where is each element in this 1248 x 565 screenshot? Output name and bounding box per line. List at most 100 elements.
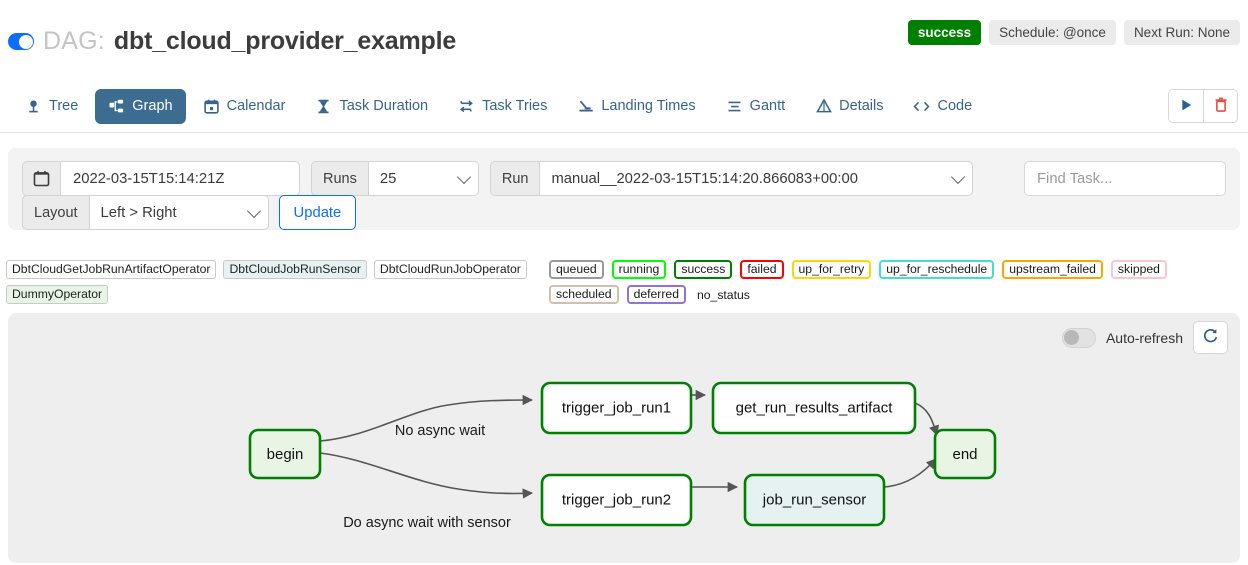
graph-toolbar: Auto-refresh <box>1061 321 1228 354</box>
dag-action-buttons <box>1168 89 1238 123</box>
state-legend-upstream-failed[interactable]: upstream_failed <box>1002 260 1103 279</box>
graph-node-label: trigger_job_run1 <box>562 399 671 416</box>
tab-gantt-label: Gantt <box>749 98 786 114</box>
dag-graph-panel: Auto-refresh <box>8 313 1240 563</box>
page-header: DAG: dbt_cloud_provider_example success … <box>0 0 1248 70</box>
tab-details[interactable]: Details <box>802 89 896 124</box>
edge-begin-to-trigger1[interactable] <box>319 394 534 442</box>
trigger-dag-button[interactable] <box>1169 90 1203 122</box>
state-legend-scheduled[interactable]: scheduled <box>549 285 619 304</box>
layout-select-value: Left > Right <box>100 204 177 221</box>
tab-task-tries-label: Task Tries <box>482 98 548 114</box>
graph-node-trigger-job-run1[interactable]: trigger_job_run1 <box>540 381 693 435</box>
state-legend-no-status: no_status <box>696 287 750 302</box>
auto-refresh-label: Auto-refresh <box>1105 329 1183 346</box>
base-date-input[interactable]: 2022-03-15T15:14:21Z <box>61 161 300 196</box>
state-legend-success[interactable]: success <box>674 260 733 279</box>
edge-begin-to-trigger2[interactable] <box>319 452 534 499</box>
calendar-icon <box>22 161 61 196</box>
code-icon <box>913 98 931 115</box>
triangle-icon <box>815 98 832 115</box>
run-label: Run <box>489 161 541 196</box>
dag-view-tabbar: Tree Graph <box>0 80 1248 133</box>
auto-refresh-toggle[interactable] <box>1061 327 1096 348</box>
runs-group[interactable]: Runs 25 <box>311 161 479 196</box>
state-legend-running[interactable]: running <box>611 260 667 279</box>
chevron-down-icon <box>246 203 261 218</box>
status-badge: success <box>907 20 982 45</box>
update-button[interactable]: Update <box>278 195 357 230</box>
operator-legend-item[interactable]: DbtCloudGetJobRunArtifactOperator <box>6 260 217 279</box>
schedule-badge: Schedule: @once <box>989 20 1116 45</box>
retry-icon <box>458 98 475 115</box>
base-date-group[interactable]: 2022-03-15T15:14:21Z <box>22 161 300 196</box>
edge-label-no-async-wait: No async wait <box>395 423 485 439</box>
runs-select[interactable]: 25 <box>368 161 479 196</box>
run-select[interactable]: manual__2022-03-15T15:14:20.866083+00:00 <box>540 161 974 196</box>
gantt-icon <box>726 98 743 115</box>
refresh-button[interactable] <box>1193 321 1228 354</box>
graph-node-label: trigger_job_run2 <box>562 491 671 508</box>
state-legend: queued running success failed up_for_ret… <box>549 260 1243 304</box>
find-task-input[interactable]: Find Task... <box>1024 161 1226 196</box>
chevron-down-icon <box>456 169 471 184</box>
graph-icon <box>108 98 125 115</box>
graph-node-label: end <box>952 446 977 463</box>
layout-group[interactable]: Layout Left > Right <box>22 195 269 230</box>
tab-landing-times[interactable]: Landing Times <box>564 89 708 124</box>
state-legend-skipped[interactable]: skipped <box>1110 260 1167 279</box>
landing-icon <box>577 98 594 115</box>
tab-code[interactable]: Code <box>900 89 985 124</box>
graph-node-label: job_run_sensor <box>762 491 866 508</box>
dag-graph-canvas[interactable]: No async wait Do async wait with sensor … <box>8 313 1240 563</box>
tab-calendar[interactable]: Calendar <box>190 89 299 124</box>
tab-graph[interactable]: Graph <box>95 88 186 124</box>
tab-code-label: Code <box>937 98 973 114</box>
tab-task-tries[interactable]: Task Tries <box>445 89 560 124</box>
layout-select[interactable]: Left > Right <box>89 195 269 230</box>
run-group[interactable]: Run manual__2022-03-15T15:14:20.866083+0… <box>489 161 974 196</box>
graph-node-job-run-sensor[interactable]: job_run_sensor <box>743 473 886 527</box>
operator-legend-item[interactable]: DbtCloudRunJobOperator <box>373 260 527 279</box>
state-legend-failed[interactable]: failed <box>740 260 784 279</box>
delete-dag-button[interactable] <box>1203 90 1237 122</box>
edge-sensor-to-end[interactable] <box>883 458 937 488</box>
graph-node-get-run-results-artifact[interactable]: get_run_results_artifact <box>711 381 917 435</box>
chevron-down-icon <box>951 169 966 184</box>
operator-legend-item[interactable]: DummyOperator <box>6 285 109 304</box>
state-legend-up-for-retry[interactable]: up_for_retry <box>791 260 872 279</box>
graph-edges <box>319 389 939 499</box>
hourglass-icon <box>315 98 332 115</box>
operator-legend-item[interactable]: DbtCloudJobRunSensor <box>223 260 367 279</box>
tab-tree[interactable]: Tree <box>12 89 91 124</box>
runs-label: Runs <box>311 161 369 196</box>
filter-row-top: 2022-03-15T15:14:21Z Runs 25 Run manual_… <box>22 161 974 196</box>
graph-node-trigger-job-run2[interactable]: trigger_job_run2 <box>540 473 693 527</box>
tab-gantt[interactable]: Gantt <box>713 89 798 124</box>
tab-task-duration-label: Task Duration <box>339 98 429 114</box>
dag-filter-panel: 2022-03-15T15:14:21Z Runs 25 Run manual_… <box>8 148 1240 230</box>
legend-area: DbtCloudGetJobRunArtifactOperator DbtClo… <box>0 258 1248 306</box>
edge-artifact-to-end[interactable] <box>914 402 939 436</box>
state-legend-deferred[interactable]: deferred <box>626 285 686 304</box>
graph-node-end[interactable]: end <box>933 428 997 480</box>
calendar-icon <box>203 98 220 115</box>
tab-calendar-label: Calendar <box>226 98 286 114</box>
next-run-badge: Next Run: None <box>1123 20 1240 45</box>
tab-list: Tree Graph <box>12 80 985 132</box>
dag-pause-toggle[interactable] <box>8 33 34 50</box>
graph-node-label: begin <box>267 446 304 463</box>
operator-legend: DbtCloudGetJobRunArtifactOperator DbtClo… <box>6 260 536 304</box>
tab-tree-label: Tree <box>49 98 79 114</box>
tab-task-duration[interactable]: Task Duration <box>302 89 441 124</box>
filter-row-bottom: Layout Left > Right Update <box>22 195 357 230</box>
tab-details-label: Details <box>839 98 884 114</box>
tab-graph-label: Graph <box>132 98 173 114</box>
edge-label-do-async-wait: Do async wait with sensor <box>343 515 511 531</box>
run-select-value: manual__2022-03-15T15:14:20.866083+00:00 <box>551 170 858 187</box>
graph-node-begin[interactable]: begin <box>248 428 322 480</box>
state-legend-queued[interactable]: queued <box>549 260 604 279</box>
runs-select-value: 25 <box>379 170 397 187</box>
state-legend-up-for-reschedule[interactable]: up_for_reschedule <box>879 260 995 279</box>
